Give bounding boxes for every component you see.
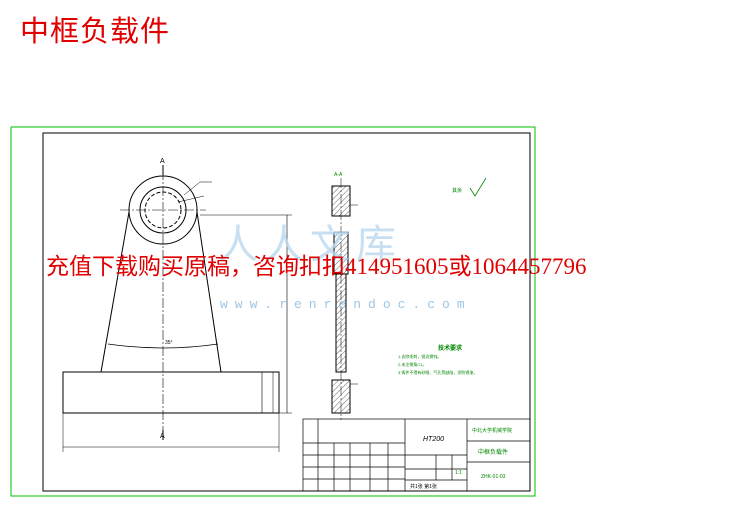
section-mark-top: A <box>160 158 165 165</box>
page-title: 中框负载件 <box>20 16 171 48</box>
right-arm <box>196 211 222 373</box>
angle-arc <box>107 343 219 349</box>
outer-frame <box>10 126 536 497</box>
roughness-label: 其余 <box>452 187 462 194</box>
watermark-logo: 人人文库 <box>218 222 402 268</box>
tech-req-title: 技术要求 <box>438 346 463 352</box>
material-label: HT200 <box>423 436 444 443</box>
front-view <box>62 165 292 452</box>
section-mark-bottom: A <box>160 433 165 440</box>
scale-label: 1:1 <box>455 470 462 476</box>
roughness-symbol <box>469 177 487 197</box>
section-label: A-A <box>334 172 343 178</box>
tech-req-item: 3.铸件不得有砂眼、气孔等缺陷，涂防锈漆。 <box>398 370 478 375</box>
title-block <box>302 418 531 492</box>
sheet-label: 共1张 第1张 <box>410 483 437 490</box>
watermark-url: www.renrendoc.com <box>220 297 472 312</box>
part-name-label: 中框负载件 <box>478 448 508 456</box>
tech-req-item: 2.未注倒角C1。 <box>398 362 427 367</box>
tech-req-item: 1.去除毛刺，锐边倒钝。 <box>398 354 442 359</box>
tech-requirements: 技术要求 1.去除毛刺，锐边倒钝。 2.未注倒角C1。 3.铸件不得有砂眼、气孔… <box>398 345 477 377</box>
angle-label: 35° <box>165 340 173 346</box>
base-block <box>62 371 280 414</box>
drawing-no-label: ZHK-01-03 <box>481 474 506 480</box>
school-label: 中北大学机械学院 <box>472 427 512 434</box>
promo-text: 充值下载购买原稿，咨询扣扣414951605或1064457796 <box>46 254 587 279</box>
section-view <box>331 178 358 420</box>
inner-border <box>42 132 531 492</box>
left-arm <box>100 211 130 373</box>
